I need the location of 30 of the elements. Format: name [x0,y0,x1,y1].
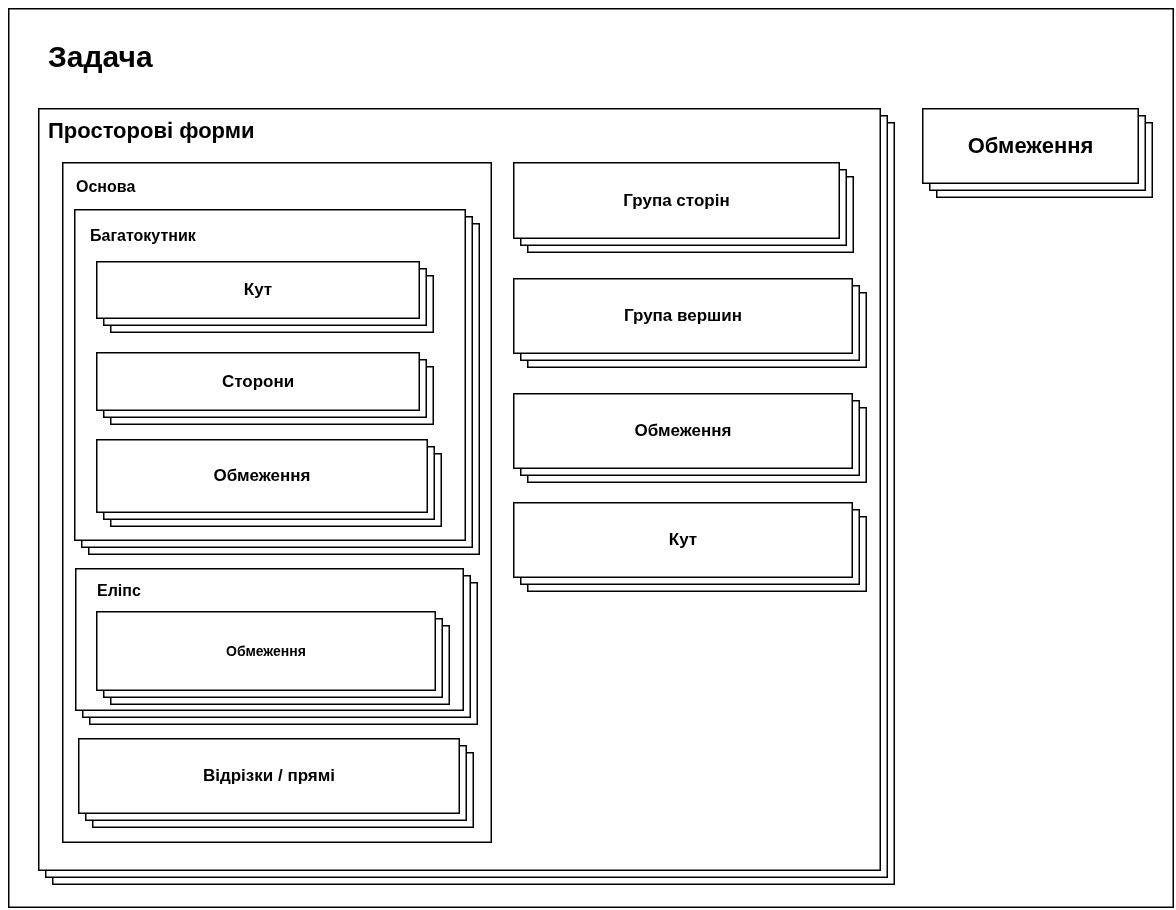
box-title: Багатокутник [90,227,196,245]
box-title: Основа [76,178,136,196]
stacked-box [38,108,895,885]
stacked-box [96,352,434,425]
box-label: Кут [243,280,273,300]
box-label: Обмеження [967,133,1094,159]
box-title: Еліпс [97,582,141,600]
stacked-box [75,568,478,725]
stacked-box [513,162,854,253]
box-label: Обмеження [634,421,732,441]
stacked-box [96,261,434,333]
box-label: Сторони [221,371,295,392]
box-label: Група вершин [624,306,742,326]
stacked-box [513,393,867,483]
group-box [62,162,492,843]
box-label: Група сторін [623,190,730,211]
stacked-box [513,278,867,368]
stacked-box [78,738,474,828]
box-label: Обмеження [213,466,311,486]
stacked-box [74,209,480,555]
box-label: Обмеження [226,643,306,659]
stacked-box [96,439,442,527]
box-title: Задача [48,40,153,74]
stacked-box [922,108,1153,198]
frame [8,8,1174,908]
box-label: Відрізки / прямі [202,766,336,786]
stacked-box [513,502,867,592]
stacked-box [96,611,450,705]
box-label: Кут [668,530,698,550]
box-title: Просторові форми [48,118,255,144]
